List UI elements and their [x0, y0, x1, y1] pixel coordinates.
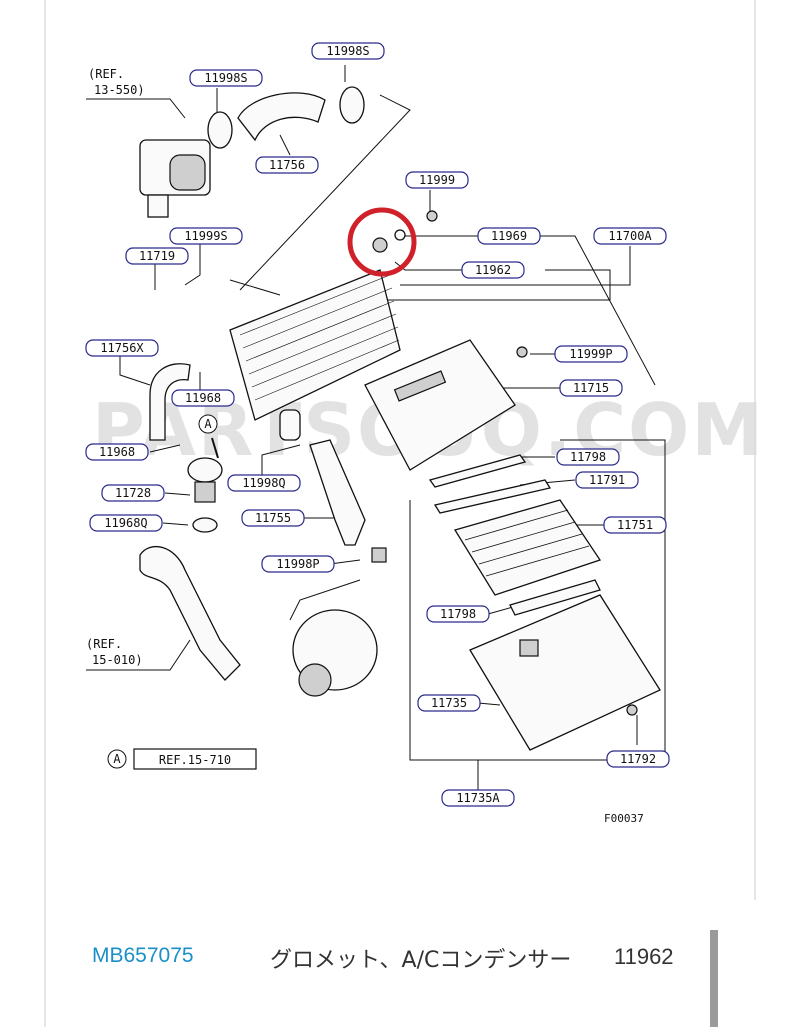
callout-11999S[interactable]: 11999S: [169, 227, 243, 245]
scrollbar[interactable]: [710, 930, 718, 1027]
hose-11756-part: [207, 86, 365, 149]
svg-text:11756: 11756: [269, 158, 305, 172]
part-row[interactable]: [44, 900, 756, 1027]
svg-text:11998P: 11998P: [276, 557, 319, 571]
svg-text:REF.15-710: REF.15-710: [159, 753, 231, 767]
callout-11735[interactable]: 11735: [417, 694, 481, 712]
svg-text:11735A: 11735A: [456, 791, 500, 805]
callout-11728[interactable]: 11728: [101, 484, 165, 502]
duct-11755-part: [309, 439, 387, 563]
callout-11969[interactable]: 11969: [477, 227, 541, 245]
part-number-link[interactable]: MB657075: [92, 944, 194, 967]
gaskets-part: [428, 454, 602, 616]
callout-11735A[interactable]: 11735A: [441, 789, 515, 807]
callouts: 11998S 11998S 11756 11999 11969 11700A 1…: [85, 42, 670, 807]
air-hose-part: [139, 546, 241, 681]
valve-11728-part: [187, 457, 223, 533]
callout-11719[interactable]: 11719: [125, 247, 189, 265]
svg-text:11751: 11751: [617, 518, 653, 532]
svg-text:11969: 11969: [491, 229, 527, 243]
svg-text:11998Q: 11998Q: [242, 476, 285, 490]
svg-text:11998S: 11998S: [204, 71, 247, 85]
callout-11798-top[interactable]: 11798: [556, 448, 620, 466]
callout-11998P[interactable]: 11998P: [261, 555, 335, 573]
callout-11792[interactable]: 11792: [606, 750, 670, 768]
svg-text:A: A: [113, 752, 121, 766]
callout-11756[interactable]: 11756: [255, 156, 319, 174]
callout-11798-bottom[interactable]: 11798: [426, 605, 490, 623]
svg-text:11999: 11999: [419, 173, 455, 187]
svg-text:11719: 11719: [139, 249, 175, 263]
svg-text:13-550): 13-550): [94, 83, 145, 97]
svg-text:11700A: 11700A: [608, 229, 652, 243]
intercooler-part: [229, 269, 401, 441]
callout-11791[interactable]: 11791: [575, 471, 639, 489]
figure-code: F00037: [604, 812, 644, 825]
throttle-body-part: [139, 139, 211, 218]
callout-11755[interactable]: 11755: [241, 509, 305, 527]
callout-11998S-top[interactable]: 11998S: [311, 42, 385, 60]
svg-text:11792: 11792: [620, 752, 656, 766]
ref-13-550: (REF. 13-550): [88, 67, 145, 97]
callout-11751[interactable]: 11751: [603, 516, 667, 534]
callout-11756X[interactable]: 11756X: [85, 339, 159, 357]
callout-11998S-left[interactable]: 11998S: [189, 69, 263, 87]
svg-text:11798: 11798: [570, 450, 606, 464]
ref-a-marker: A: [198, 414, 219, 459]
callout-11998Q[interactable]: 11998Q: [227, 474, 301, 492]
svg-text:11715: 11715: [573, 381, 609, 395]
svg-text:11735: 11735: [431, 696, 467, 710]
svg-text:11968: 11968: [99, 445, 135, 459]
svg-text:11798: 11798: [440, 607, 476, 621]
part-ref-number: 11962: [614, 944, 674, 969]
diagram-frame: [44, 0, 756, 900]
svg-text:A: A: [204, 417, 212, 431]
callout-11999P[interactable]: 11999P: [554, 345, 628, 363]
svg-text:11999P: 11999P: [569, 347, 612, 361]
svg-text:11968Q: 11968Q: [104, 516, 147, 530]
svg-text:(REF.: (REF.: [86, 637, 122, 651]
ref-15-010: (REF. 15-010): [86, 637, 143, 667]
svg-text:11755: 11755: [255, 511, 291, 525]
grommet-11962-part: [372, 210, 438, 253]
air-cleaner-case-part: [469, 594, 661, 751]
svg-text:(REF.: (REF.: [88, 67, 124, 81]
parts-diagram: PARTSOUQ.COM: [85, 42, 763, 825]
callout-11715[interactable]: 11715: [559, 379, 623, 397]
callout-11968-b[interactable]: 11968: [85, 443, 149, 461]
svg-text:11962: 11962: [475, 263, 511, 277]
svg-text:11791: 11791: [589, 473, 625, 487]
svg-text:11999S: 11999S: [184, 229, 227, 243]
svg-text:11756X: 11756X: [100, 341, 144, 355]
callout-11968-a[interactable]: 11968: [171, 389, 235, 407]
callout-11999[interactable]: 11999: [405, 171, 469, 189]
highlight-circle: [347, 207, 417, 277]
svg-text:11968: 11968: [185, 391, 221, 405]
callout-11968Q[interactable]: 11968Q: [89, 514, 163, 532]
callout-11962[interactable]: 11962: [461, 261, 525, 279]
svg-text:15-010): 15-010): [92, 653, 143, 667]
part-name: グロメット、A/Cコンデンサー: [270, 948, 572, 973]
svg-text:11728: 11728: [115, 486, 151, 500]
turbo-part: [292, 609, 378, 697]
svg-text:11998S: 11998S: [326, 44, 369, 58]
hose-11756x-part: [149, 363, 191, 441]
ref-15-710-box: A REF.15-710: [107, 748, 257, 770]
callout-11700A[interactable]: 11700A: [593, 227, 667, 245]
air-cleaner-cover-part: [364, 339, 528, 471]
